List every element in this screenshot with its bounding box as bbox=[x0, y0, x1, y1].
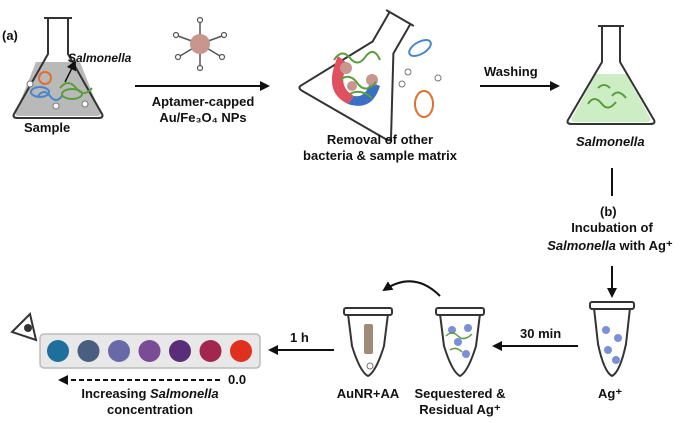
arrow-curved bbox=[382, 280, 441, 297]
time-30min-label: 30 min bbox=[520, 326, 562, 341]
increasing-label-line2: concentration bbox=[107, 402, 193, 417]
panel-a-label: (a) bbox=[2, 28, 18, 43]
increasing-prefix: Increasing bbox=[81, 386, 150, 401]
sequestered-label-line1: Sequestered & bbox=[414, 386, 506, 401]
incubation-italic: Salmonella bbox=[547, 238, 616, 253]
step1-label-line1: Aptamer-capped bbox=[151, 94, 255, 109]
scale-zero-label: 0.0 bbox=[228, 372, 247, 387]
panel-b-label: (b) bbox=[600, 204, 617, 219]
well-5 bbox=[169, 340, 191, 362]
increasing-label-line1: Increasing Salmonella bbox=[50, 386, 250, 402]
well-4 bbox=[138, 340, 161, 362]
removal-label-line2: bacteria & sample matrix bbox=[303, 148, 457, 163]
well-2 bbox=[77, 340, 100, 362]
removal-label-line1: Removal of other bbox=[326, 132, 434, 147]
salmonella-inset-label: Salmonella bbox=[68, 51, 132, 65]
time-1h-label: 1 h bbox=[290, 330, 309, 345]
incubation-label-line1: Incubation of bbox=[571, 220, 653, 235]
step1-label-line2: Au/Fe₃O₄ NPs bbox=[159, 110, 247, 125]
well-6 bbox=[199, 340, 222, 362]
incubation-rest: with Ag⁺ bbox=[615, 238, 673, 253]
eye-icon bbox=[10, 312, 38, 342]
well-row bbox=[47, 340, 252, 362]
well-1 bbox=[47, 340, 69, 362]
ag-tube-label: Ag⁺ bbox=[598, 386, 623, 401]
salmonella-flask-label: Salmonella bbox=[576, 134, 645, 149]
well-7 bbox=[230, 340, 252, 362]
sequestered-tube-icon bbox=[435, 307, 485, 378]
washing-label: Washing bbox=[484, 64, 538, 79]
nanoparticle-icon bbox=[172, 16, 228, 72]
sequestered-label-line2: Residual Ag⁺ bbox=[419, 402, 501, 417]
aunr-tube-icon bbox=[343, 307, 393, 378]
sample-flask-icon bbox=[12, 17, 104, 119]
incubation-label-line2: Salmonella with Ag⁺ bbox=[536, 238, 684, 254]
ag-tube-icon bbox=[589, 301, 635, 378]
salmonella-flask-icon bbox=[566, 25, 656, 125]
well-3 bbox=[108, 340, 130, 362]
increasing-italic: Salmonella bbox=[150, 386, 219, 401]
sample-label: Sample bbox=[24, 120, 71, 135]
magnetic-separation-flask-icon bbox=[298, 9, 442, 142]
aunr-label: AuNR+AA bbox=[336, 386, 400, 401]
